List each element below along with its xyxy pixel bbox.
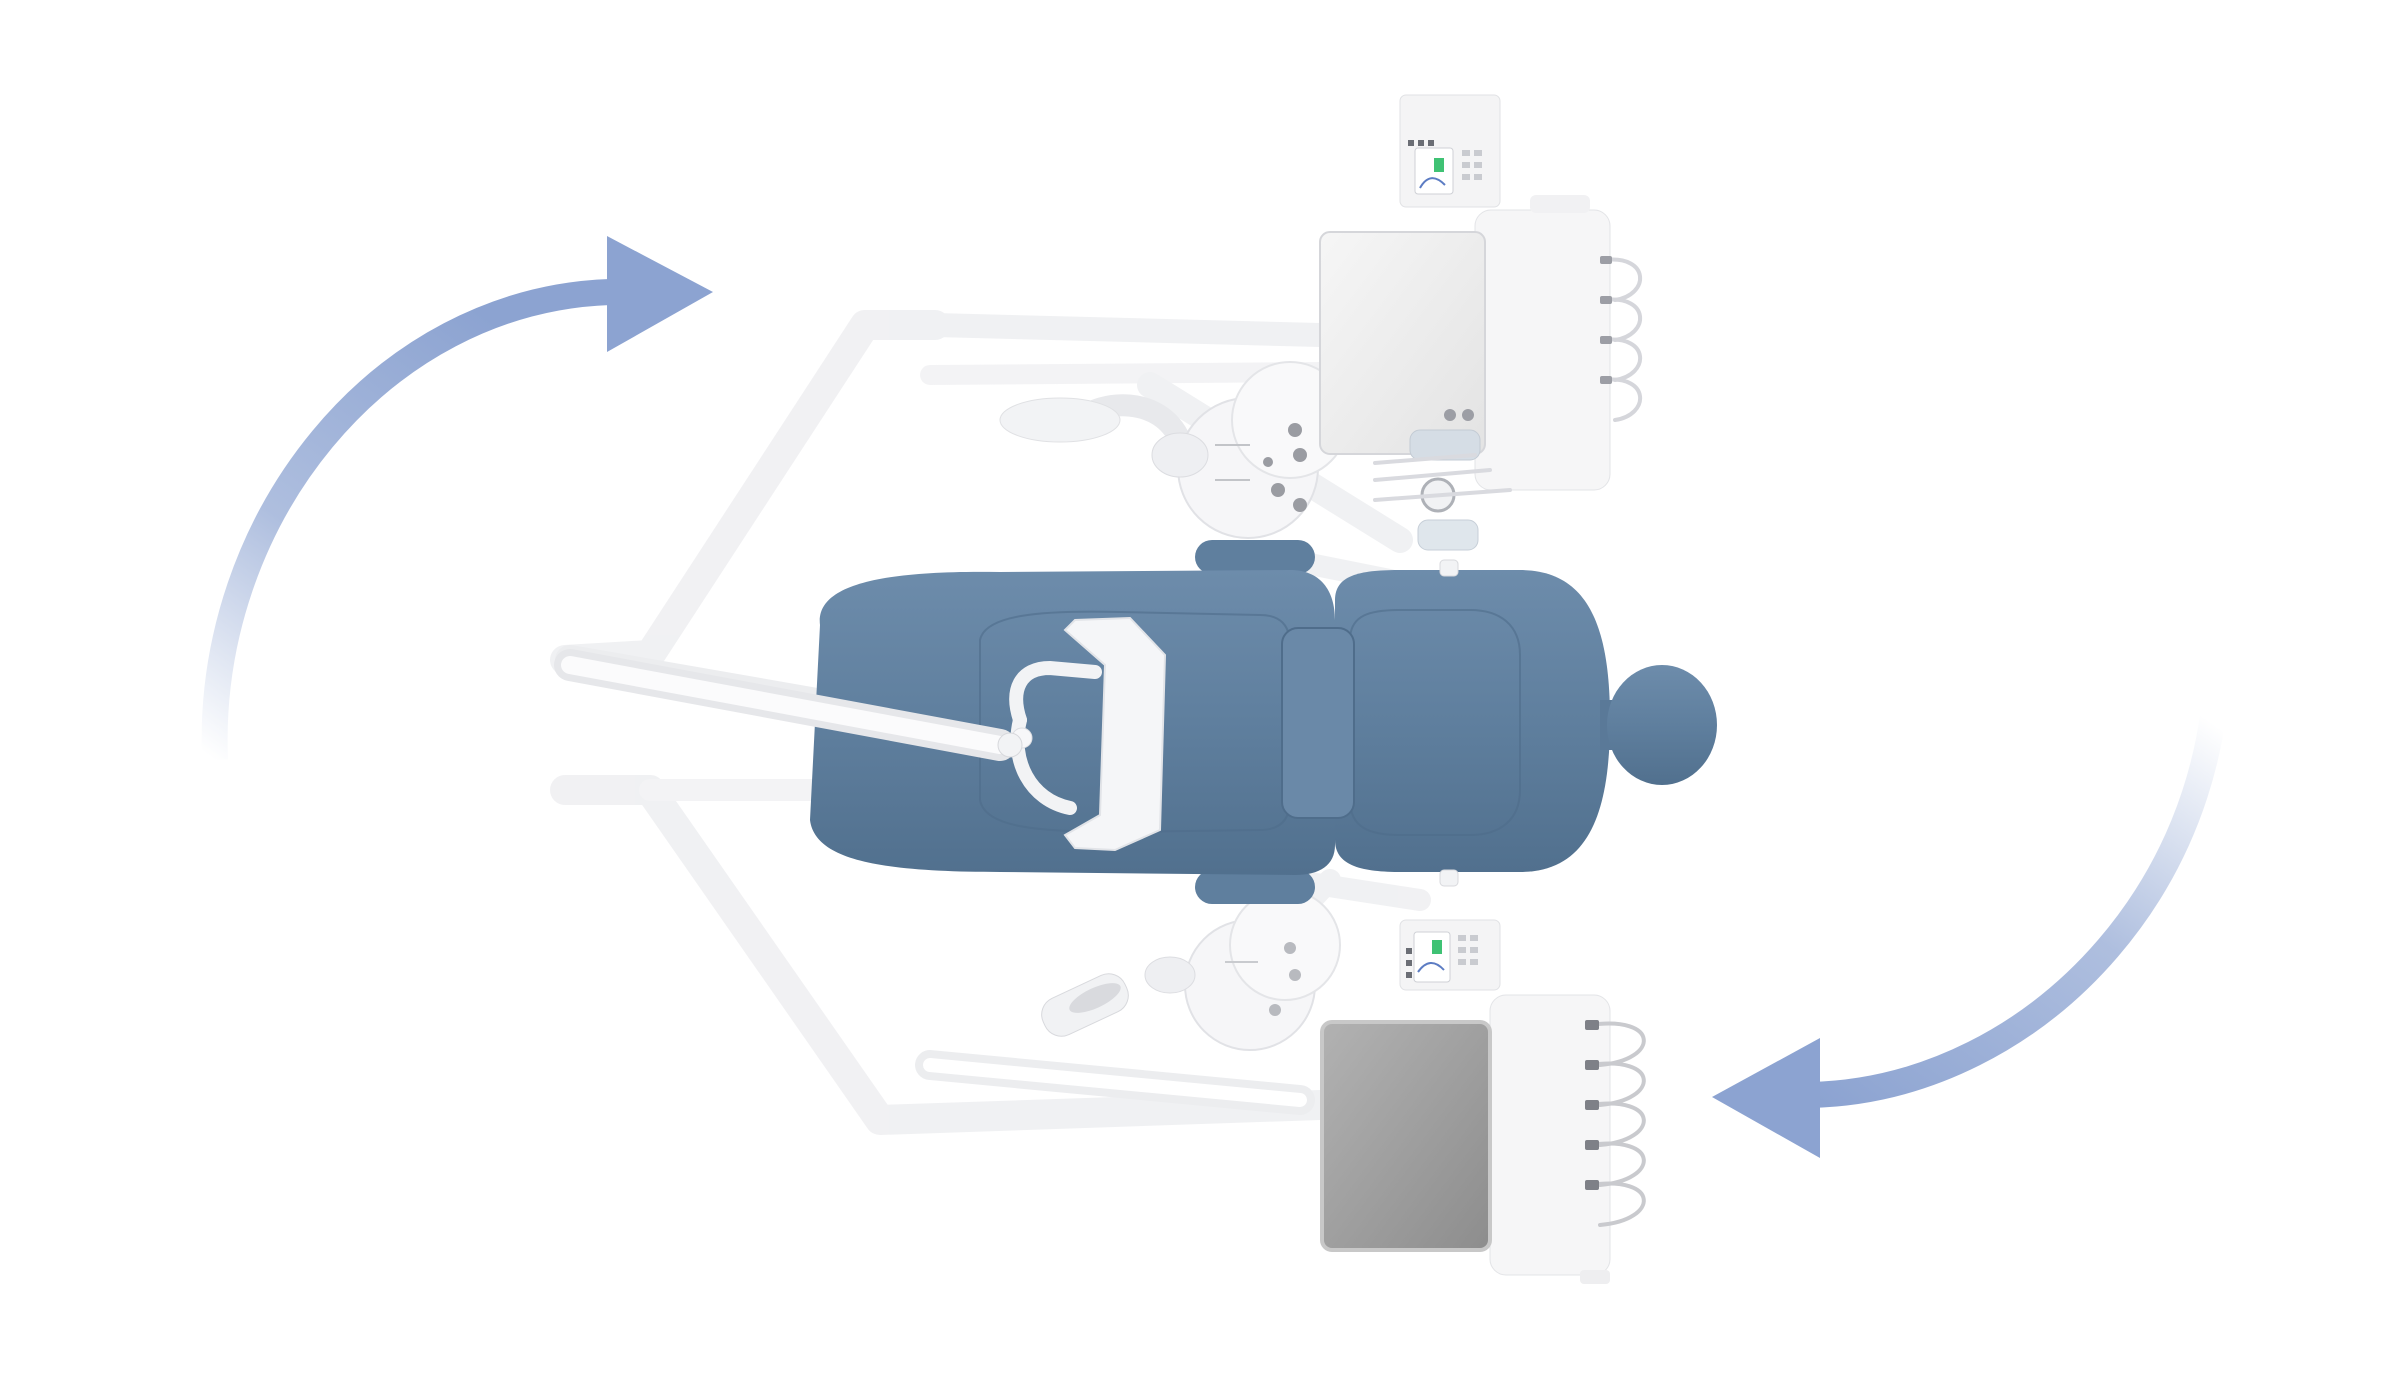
chair-frame	[550, 310, 1431, 1135]
rotate-arrow-top-left	[201, 236, 713, 761]
delivery-unit-bottom	[1320, 919, 1646, 1284]
foot-rest	[1009, 616, 1167, 852]
delivery-unit-top	[1319, 94, 1643, 551]
seat-hinge	[1439, 559, 1459, 887]
operating-light-bottom	[1041, 889, 1341, 1051]
rotate-arrow-bottom-right	[1712, 608, 2231, 1158]
assistant-arm	[554, 649, 1023, 761]
chair-upholstery	[810, 540, 1717, 904]
